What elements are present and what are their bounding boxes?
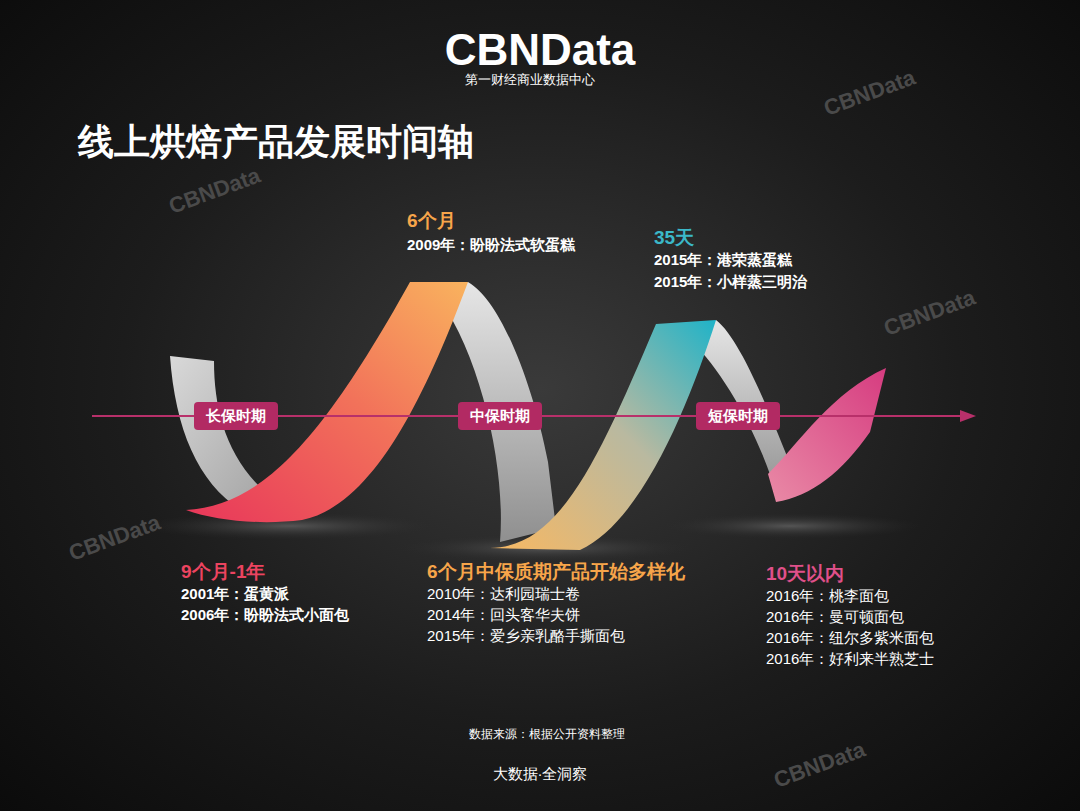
axis-arrowhead [960,410,976,422]
product-entry: 2014年：回头客华夫饼 [427,606,580,624]
chart-title: 线上烘焙产品发展时间轴 [78,120,474,163]
product-entry: 2015年：港荣蒸蛋糕 [654,251,792,269]
watermark: CBNData [66,509,165,566]
ribbon-front [490,320,716,550]
period-label: 长保时期 [206,407,266,425]
product-entry: 2016年：纽尔多紫米面包 [766,629,934,647]
watermark: CBNData [821,64,920,121]
logo-subtitle: 第一财经商业数据中心 [465,72,595,88]
period-pill: 长保时期 [194,402,278,430]
ribbon-shadow [660,513,920,539]
period-heading: 9个月-1年 [181,561,265,584]
product-entry: 2015年：爱乡亲乳酪手撕面包 [427,627,625,645]
product-entry: 2010年：达利园瑞士卷 [427,585,580,603]
source-note: 数据来源：根据公开资料整理 [469,727,625,741]
period-label: 中保时期 [470,407,530,425]
ribbon-front [186,282,468,522]
product-entry: 2015年：小样蒸三明治 [654,273,807,291]
period-heading: 6个月 [407,210,456,233]
logo-text: CBNData [445,24,636,77]
product-entry: 2016年：桃李面包 [766,587,889,605]
ribbon-back [440,282,556,542]
period-heading: 35天 [654,227,694,250]
slogan: 大数据·全洞察 [493,765,588,783]
period-heading: 6个月中保质期产品开始多样化 [427,561,685,584]
product-entry: 2016年：曼可顿面包 [766,608,904,626]
watermark: CBNData [771,736,870,793]
period-heading: 10天以内 [766,563,844,586]
product-entry: 2006年：盼盼法式小面包 [181,606,349,624]
watermark: CBNData [166,162,265,219]
period-pill: 短保时期 [696,402,780,430]
watermark: CBNData [881,284,980,341]
period-label: 短保时期 [708,407,768,425]
period-pill: 中保时期 [458,402,542,430]
product-entry: 2016年：好利来半熟芝士 [766,650,934,668]
product-entry: 2001年：蛋黄派 [181,585,289,603]
product-entry: 2009年：盼盼法式软蛋糕 [407,236,575,254]
ribbon-front [768,368,886,502]
